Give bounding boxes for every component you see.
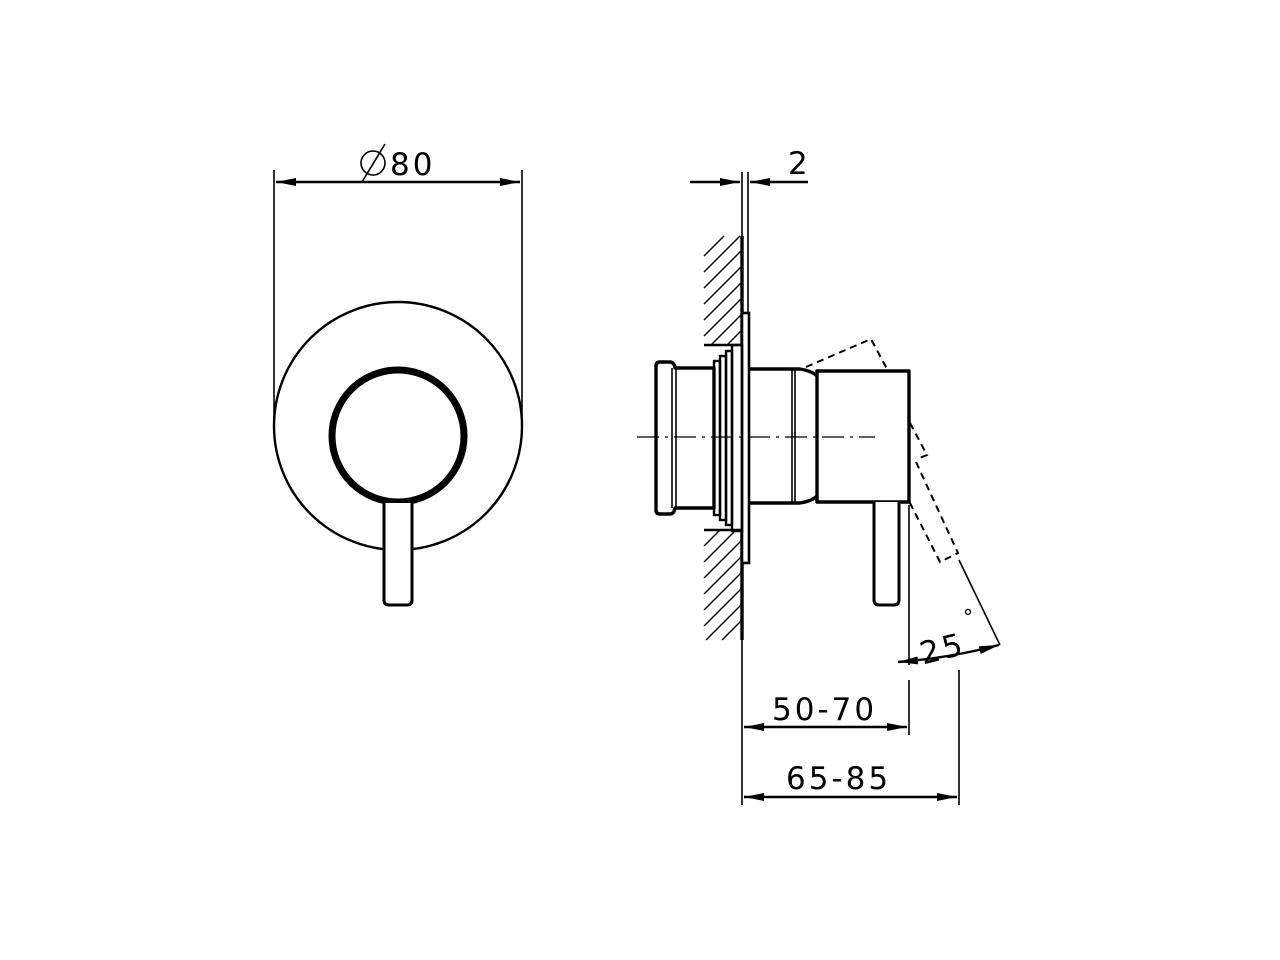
rotated-handle-outline (805, 337, 960, 564)
angle-extension-line (958, 559, 1001, 646)
angle-arc (897, 643, 1000, 665)
diameter-label: 80 (360, 143, 435, 183)
diameter-value: 80 (390, 147, 435, 183)
lever-side (872, 502, 901, 607)
wall-section-upper (703, 235, 744, 347)
handle-body-side (815, 369, 911, 504)
degree-symbol: ° (963, 605, 973, 629)
projection-short-label: 50-70 (772, 692, 877, 728)
plate-thickness-label: 2 (788, 146, 811, 182)
valve-body-rear (654, 343, 744, 533)
projection-long-label: 65-85 (786, 761, 891, 797)
wall-section-lower (703, 528, 744, 641)
front-view: 80 (272, 143, 524, 607)
handle-body (328, 366, 468, 506)
side-view: 2 (637, 146, 1001, 805)
lever-front (382, 503, 414, 607)
lever-angle-label: 25 (916, 626, 969, 672)
diameter-symbol-icon (360, 150, 386, 176)
handle-neck-top (749, 367, 819, 378)
handle-neck-bottom (749, 494, 819, 505)
